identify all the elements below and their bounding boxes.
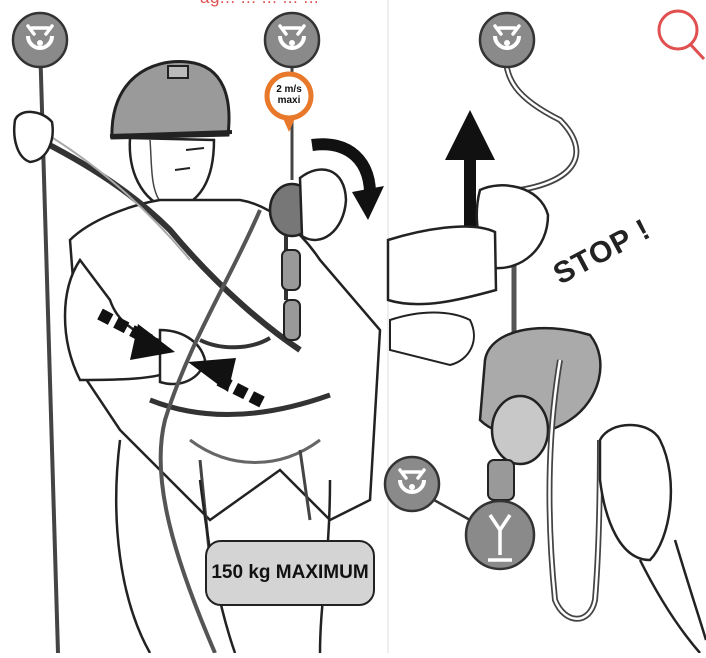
anchor-icon (13, 13, 67, 67)
figure-caption: ag... ... ... ... ... (200, 0, 319, 8)
anchor-icon (265, 13, 319, 67)
search-button[interactable] (652, 4, 706, 60)
anchor-icon (480, 13, 534, 67)
search-icon (652, 4, 706, 60)
anchor-icon (385, 457, 439, 511)
weight-limit-box: 150 kg MAXIMUM (205, 540, 375, 606)
weight-limit-label: 150 kg MAXIMUM (207, 542, 373, 604)
speed-value: 2 m/s (268, 84, 310, 95)
speed-qualifier: maxi (268, 95, 310, 106)
speed-limit-badge: 2 m/s maxi (268, 84, 310, 106)
